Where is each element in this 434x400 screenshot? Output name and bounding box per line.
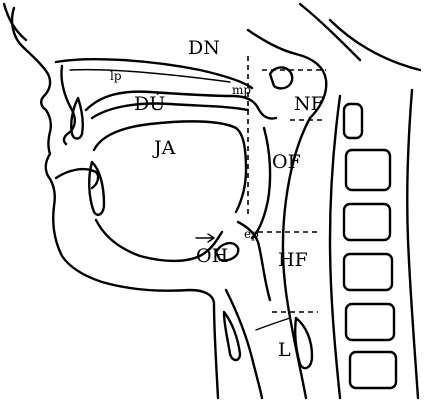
vocal-fold-line <box>255 317 291 331</box>
incisor-upper <box>70 96 84 140</box>
larynx-outline <box>224 288 264 400</box>
oh-arrow <box>195 233 215 243</box>
incisor-lower <box>88 160 106 216</box>
label-nf: NF <box>294 93 324 115</box>
vertebra-c4 <box>342 252 394 292</box>
vertebra-c6 <box>348 350 398 390</box>
epiglottis-outline <box>236 220 272 302</box>
label-oh: OH <box>196 245 228 267</box>
cervical-spine-front <box>328 94 342 400</box>
tongue-outline <box>92 120 248 214</box>
label-lp: lp <box>110 69 122 83</box>
nasal-floor-upper-outline <box>54 57 254 90</box>
vertebra-c5 <box>344 302 396 342</box>
vertebra-c3 <box>342 202 392 242</box>
upper-lip-outline <box>60 64 76 146</box>
label-mp: mp <box>232 83 251 97</box>
cricoid-outline <box>294 316 314 370</box>
nasal-turbinate-line <box>69 68 231 83</box>
adenoid-outline <box>268 66 294 90</box>
skull-base-outline <box>328 18 422 72</box>
label-hf: HF <box>278 249 308 271</box>
label-ep: ep <box>244 227 259 241</box>
lower-lip-outline <box>54 167 100 190</box>
palate-lower-outline <box>90 102 250 120</box>
mandible-inner-outline <box>94 218 224 263</box>
face-profile-outline <box>10 6 220 400</box>
palate-outline <box>84 90 278 120</box>
vertebra-c2 <box>344 148 392 192</box>
label-ja: JA <box>152 137 176 159</box>
nasopharynx-wall <box>246 28 328 120</box>
hyoid-bone <box>214 241 240 262</box>
cervical-spine-back <box>406 88 420 400</box>
label-dn: DN <box>188 37 220 59</box>
label-l: L <box>278 339 291 361</box>
occipital-outline <box>298 2 362 62</box>
thyroid-cartilage <box>222 310 242 362</box>
pharynx-anterior-wall <box>250 126 272 240</box>
label-of: OF <box>272 151 301 173</box>
label-du: DÚ <box>134 92 165 115</box>
brow-line <box>2 2 28 42</box>
vertebra-c1 <box>342 102 364 140</box>
